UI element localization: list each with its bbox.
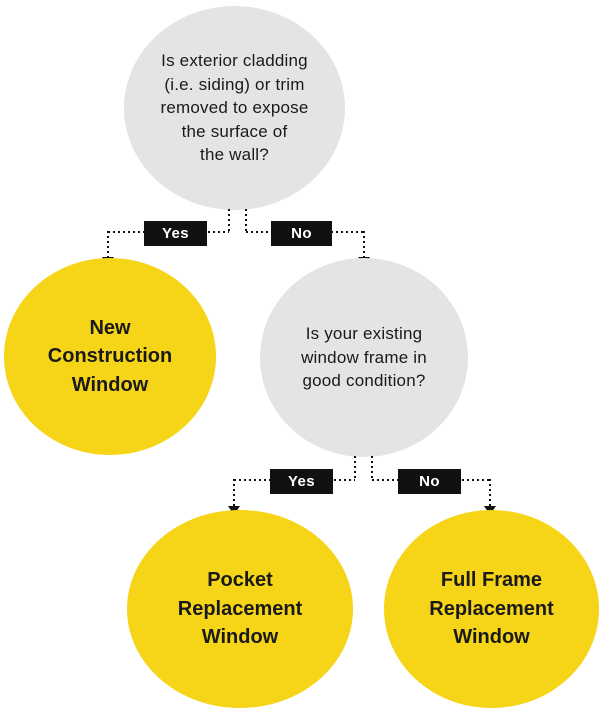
question-node-exterior-cladding: Is exterior cladding (i.e. siding) or tr… (124, 6, 345, 210)
decision-badge-no-1: No (271, 221, 332, 246)
result-node-full-frame-replacement-window: Full Frame Replacement Window (384, 510, 599, 708)
connector-vertical-no-1 (363, 231, 365, 257)
connector-stub-left-2 (354, 456, 356, 481)
connector-stub-left-1 (228, 209, 230, 233)
decision-badge-yes-1: Yes (144, 221, 207, 246)
connector-stub-right-1 (245, 209, 247, 233)
connector-vertical-no-2 (489, 479, 491, 506)
decision-badge-yes-2: Yes (270, 469, 333, 494)
decision-badge-no-2: No (398, 469, 461, 494)
connector-vertical-yes-1 (107, 231, 109, 257)
connector-vertical-yes-2 (233, 479, 235, 506)
result-node-pocket-replacement-window: Pocket Replacement Window (127, 510, 353, 708)
result-node-new-construction-window: New Construction Window (4, 258, 216, 455)
connector-stub-right-2 (371, 456, 373, 481)
question-node-frame-condition: Is your existing window frame in good co… (260, 258, 468, 457)
